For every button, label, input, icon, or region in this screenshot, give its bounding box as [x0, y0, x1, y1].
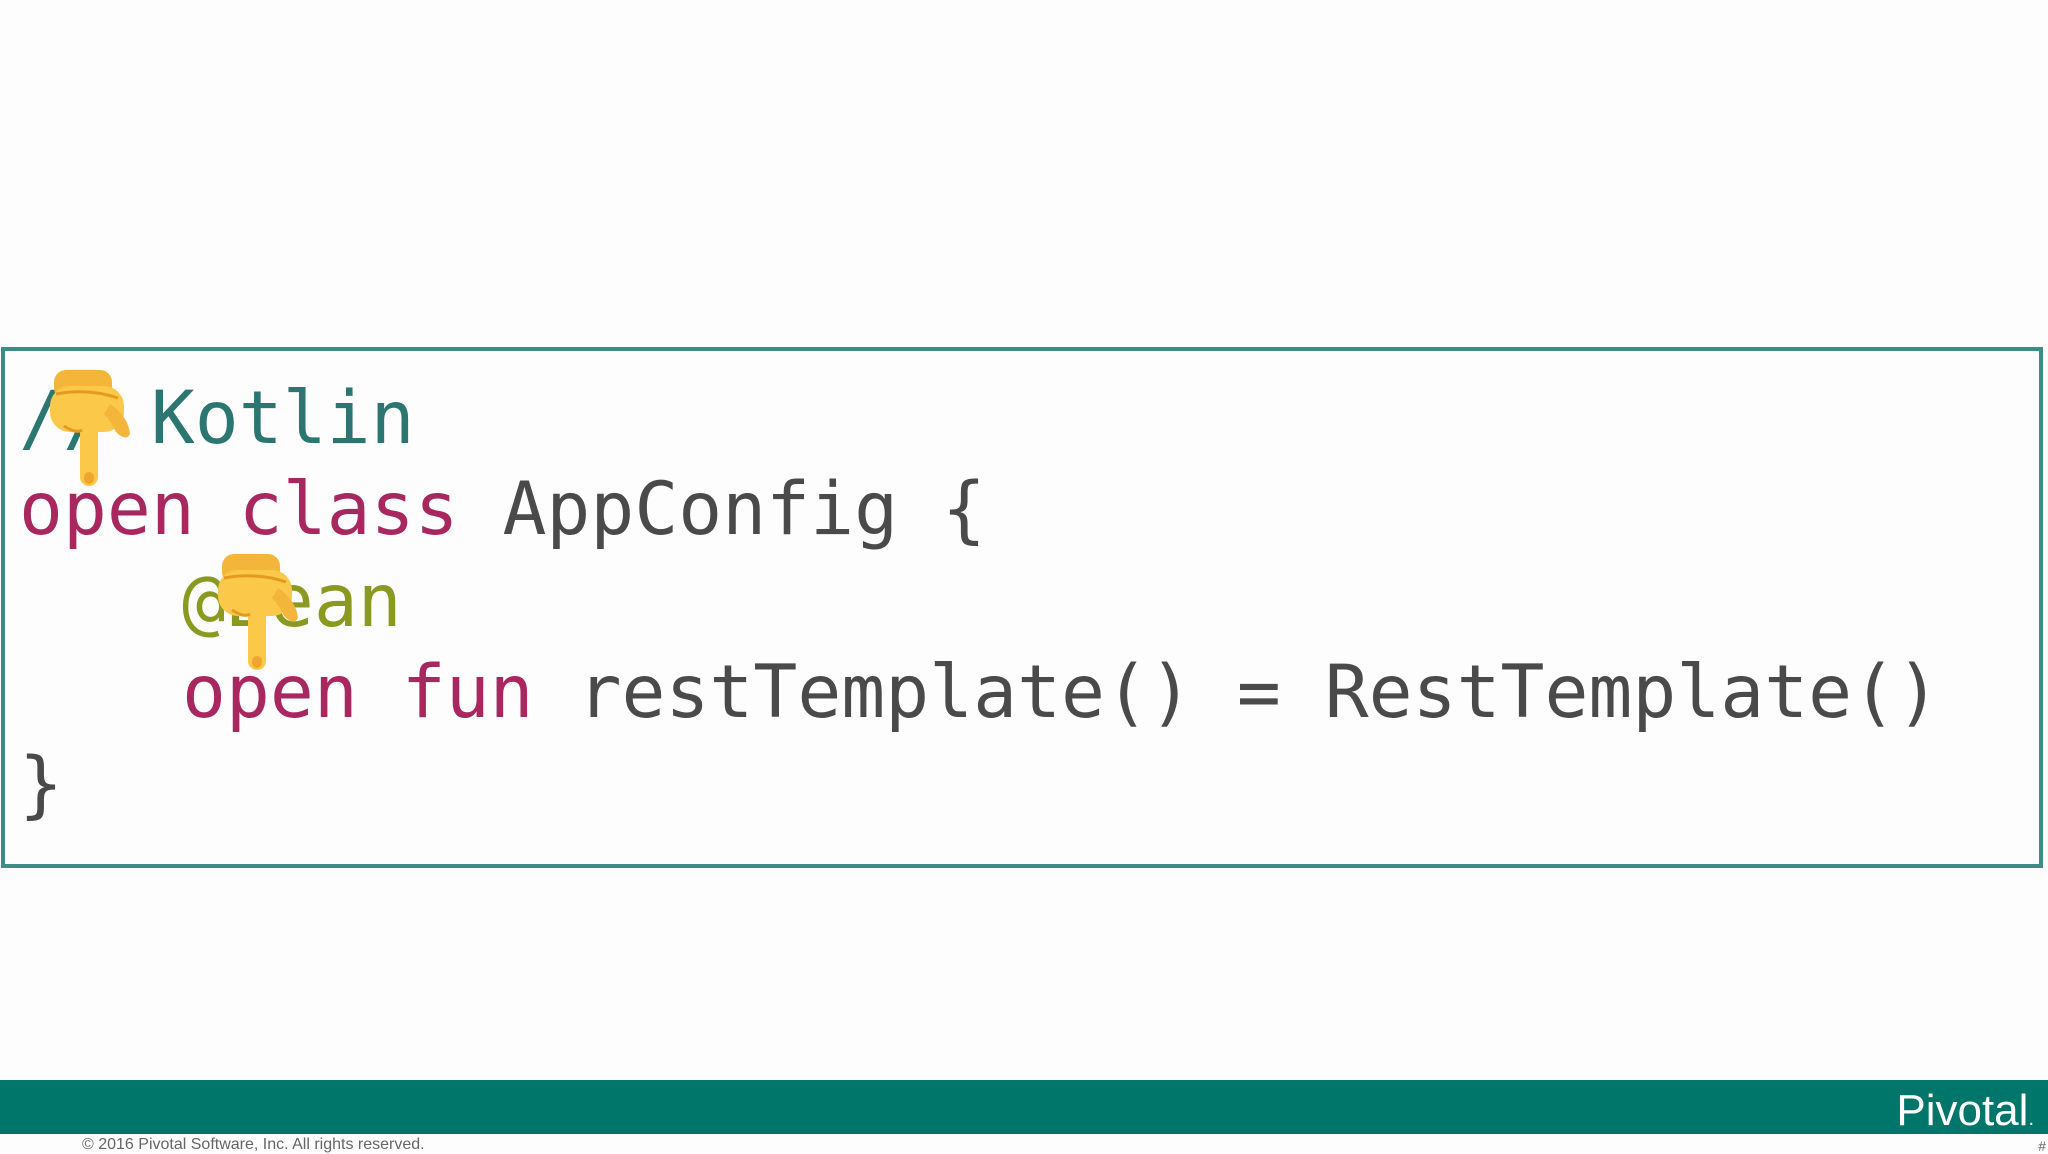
keyword-open: open: [19, 467, 195, 552]
page-number: #: [2038, 1138, 2046, 1154]
function-signature: restTemplate() = RestTemplate(): [533, 650, 1941, 735]
code-line-class: open class AppConfig {: [19, 464, 986, 556]
keyword-open: open: [182, 650, 358, 735]
keyword-class: class: [238, 467, 459, 552]
brand-name: Pivotal: [1896, 1086, 2029, 1135]
code-line-close: }: [19, 739, 63, 831]
keyword-fun: fun: [401, 650, 534, 735]
backhand-index-pointing-down-icon: [50, 370, 130, 486]
code-block: // Kotlin open class AppConfig { @Bean o…: [1, 347, 2043, 868]
closing-brace: }: [19, 742, 63, 827]
footer-bar: Pivotal.: [0, 1080, 2048, 1136]
code-listing: // Kotlin open class AppConfig { @Bean o…: [19, 351, 1940, 946]
backhand-index-pointing-down-icon: [218, 554, 298, 670]
copyright-notice: © 2016 Pivotal Software, Inc. All rights…: [82, 1136, 425, 1153]
brand-suffix: .: [2028, 1108, 2034, 1130]
class-name: AppConfig {: [458, 467, 986, 552]
code-line-function: open fun restTemplate() = RestTemplate(): [182, 647, 1940, 739]
pivotal-logo: Pivotal.: [1896, 1086, 2034, 1136]
